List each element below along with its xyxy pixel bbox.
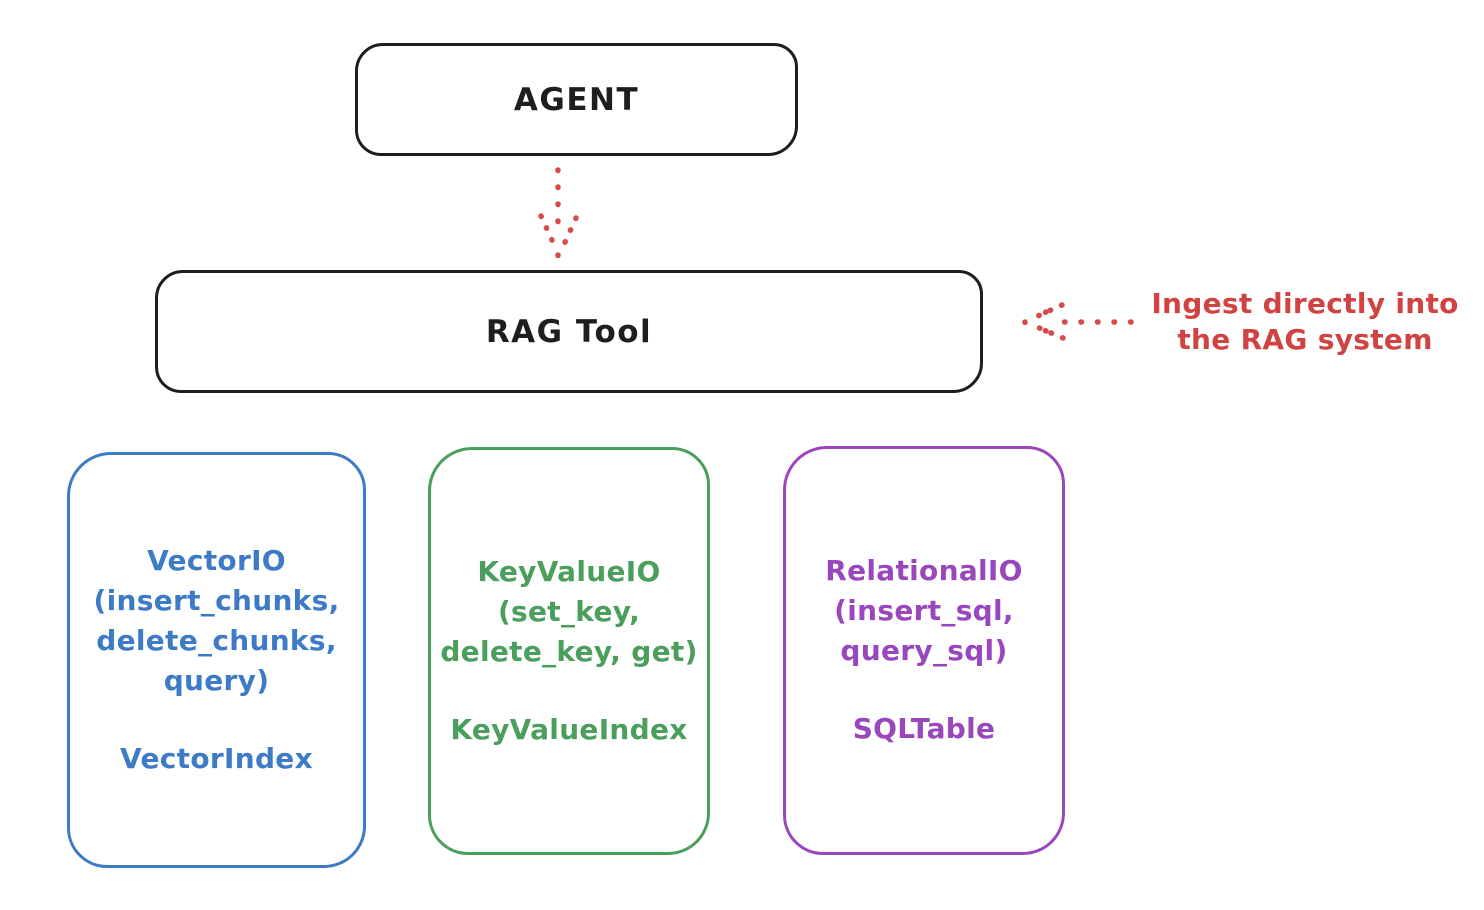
relational-io-methods-2: query_sql) [840, 634, 1008, 667]
keyvalue-io-methods-1: (set_key, [497, 595, 641, 628]
vector-io-text: VectorIO (insert_chunks, delete_chunks, … [70, 455, 363, 779]
keyvalue-io-text: KeyValueIO (set_key, delete_key, get) Ke… [431, 450, 707, 750]
ingest-arrow-icon [1022, 302, 1134, 341]
sql-table-label: SQLTable [852, 712, 996, 745]
ingest-annotation: Ingest directly into the RAG system [1140, 286, 1470, 358]
keyvalue-index-label: KeyValueIndex [450, 713, 688, 746]
ingest-annotation-line-1: Ingest directly into [1151, 287, 1459, 320]
vector-io-methods-2: delete_chunks, [96, 624, 337, 657]
keyvalue-io-title: KeyValueIO [477, 555, 661, 588]
rag-tool-node: RAG Tool [155, 270, 983, 393]
vector-io-title: VectorIO [147, 544, 286, 577]
relational-io-node: RelationalIO (insert_sql, query_sql) SQL… [783, 446, 1065, 855]
relational-io-methods-1: (insert_sql, [834, 594, 1014, 627]
spacer [70, 701, 363, 739]
agent-node: AGENT [355, 43, 798, 156]
vector-io-node: VectorIO (insert_chunks, delete_chunks, … [67, 452, 366, 868]
vector-io-methods-3: query) [163, 664, 270, 697]
vector-io-methods-1: (insert_chunks, [93, 584, 340, 617]
agent-label: AGENT [513, 81, 640, 118]
relational-io-title: RelationalIO [825, 554, 1023, 587]
agent-to-rag-arrow-icon [538, 167, 579, 259]
ingest-annotation-line-2: the RAG system [1177, 323, 1433, 356]
rag-tool-label: RAG Tool [485, 313, 653, 350]
spacer [786, 671, 1062, 709]
spacer [431, 672, 707, 710]
keyvalue-io-methods-2: delete_key, get) [440, 635, 698, 668]
relational-io-text: RelationalIO (insert_sql, query_sql) SQL… [786, 449, 1062, 749]
keyvalue-io-node: KeyValueIO (set_key, delete_key, get) Ke… [428, 447, 710, 855]
vector-index-label: VectorIndex [120, 742, 313, 775]
